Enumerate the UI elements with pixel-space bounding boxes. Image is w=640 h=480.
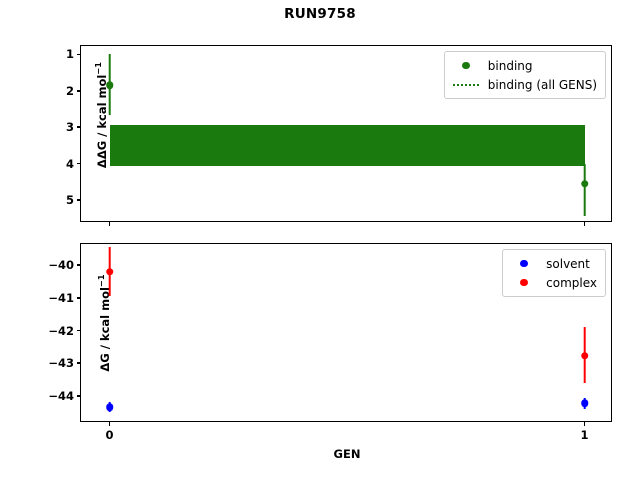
y-tick-mark bbox=[76, 89, 81, 92]
x-tick-mark bbox=[108, 221, 111, 226]
y-tick-label: −42 bbox=[48, 323, 74, 338]
x-tick-mark bbox=[583, 421, 586, 426]
legend-label: complex bbox=[546, 275, 597, 290]
y-tick-label: 1 bbox=[65, 47, 74, 62]
error-bar bbox=[583, 163, 586, 216]
y-tick-label: −41 bbox=[48, 290, 74, 305]
legend-item[interactable]: binding (all GENS) bbox=[451, 75, 597, 94]
y-tick-mark bbox=[76, 329, 81, 332]
ddg-legend[interactable]: binding binding (all GENS) bbox=[443, 51, 606, 99]
legend-item[interactable]: solvent bbox=[509, 254, 597, 273]
y-tick-mark bbox=[76, 53, 81, 56]
y-tick-label: 4 bbox=[65, 156, 74, 171]
legend-dotted-line-glyph bbox=[452, 83, 479, 86]
legend-dot-icon bbox=[509, 259, 539, 268]
data-point-marker[interactable] bbox=[580, 351, 589, 360]
dg-x-axis-label: GEN bbox=[333, 447, 361, 461]
legend-dot-glyph bbox=[520, 259, 528, 268]
y-tick-mark bbox=[76, 362, 81, 365]
y-tick-mark bbox=[76, 395, 81, 397]
x-tick-mark bbox=[108, 421, 111, 426]
data-point-marker[interactable] bbox=[580, 399, 589, 407]
binding-all-gens-band bbox=[109, 125, 585, 167]
y-tick-label: −43 bbox=[48, 356, 74, 371]
legend-label: binding bbox=[487, 58, 533, 73]
y-tick-mark bbox=[76, 264, 81, 267]
data-point-marker[interactable] bbox=[105, 81, 114, 90]
x-tick-mark bbox=[583, 221, 586, 226]
data-point-marker[interactable] bbox=[580, 179, 589, 188]
y-tick-label: −40 bbox=[48, 258, 74, 273]
y-tick-mark bbox=[76, 199, 81, 201]
dg-plot-area bbox=[81, 244, 611, 421]
y-tick-label: 3 bbox=[65, 120, 74, 135]
y-tick-label: 2 bbox=[65, 83, 74, 98]
legend-label: solvent bbox=[546, 256, 590, 271]
ddg-plot-area bbox=[81, 46, 611, 221]
legend-label: binding (all GENS) bbox=[487, 77, 597, 92]
legend-dotted-line-icon bbox=[451, 83, 481, 86]
legend-dot-glyph bbox=[462, 61, 470, 70]
legend-dot-icon bbox=[451, 61, 481, 70]
x-tick-label: 1 bbox=[580, 428, 589, 442]
legend-dot-icon bbox=[509, 278, 539, 287]
y-tick-label: −44 bbox=[48, 388, 74, 403]
x-tick-label: 0 bbox=[105, 428, 114, 442]
y-tick-label: 5 bbox=[65, 193, 74, 208]
figure-title: RUN9758 bbox=[284, 6, 356, 22]
data-point-marker[interactable] bbox=[105, 403, 114, 412]
y-tick-mark bbox=[76, 297, 81, 299]
legend-dot-glyph bbox=[520, 278, 528, 287]
dg-legend[interactable]: solvent complex bbox=[502, 249, 606, 297]
legend-item[interactable]: complex bbox=[509, 273, 597, 292]
y-tick-mark bbox=[76, 162, 81, 165]
legend-item[interactable]: binding bbox=[451, 56, 597, 75]
y-tick-mark bbox=[76, 126, 81, 128]
data-point-marker[interactable] bbox=[105, 268, 114, 276]
